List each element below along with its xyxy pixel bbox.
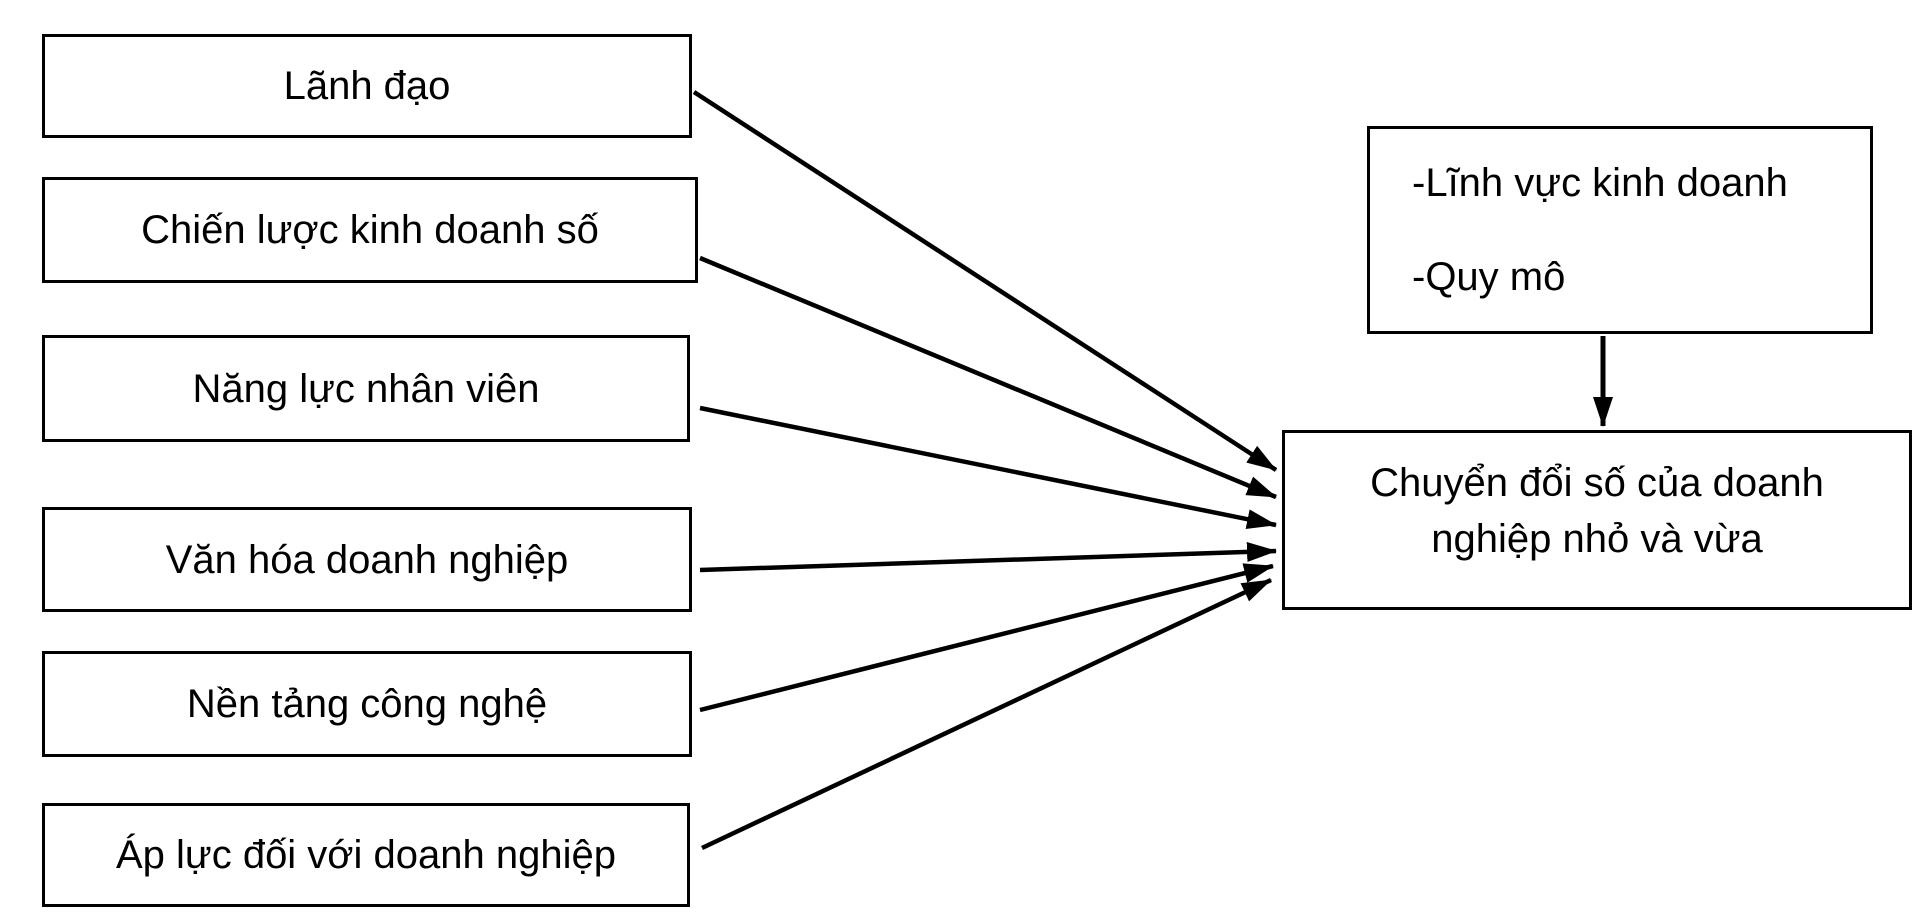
factor-box-technology-platform: Nền tảng công nghệ: [42, 651, 692, 757]
moderator-line-scale: -Quy mô: [1412, 255, 1566, 299]
edge-chien_luoc-to-outcome: [699, 255, 1277, 500]
factor-box-digital-business-strategy: Chiến lược kinh doanh số: [42, 177, 698, 283]
moderator-line-business-field: -Lĩnh vực kinh doanh: [1412, 161, 1788, 205]
edge-lanh_dao-to-outcome: [692, 90, 1278, 472]
factor-label: Nền tảng công nghệ: [186, 682, 548, 726]
factor-box-corporate-culture: Văn hóa doanh nghiệp: [42, 507, 692, 612]
moderator-box: -Lĩnh vực kinh doanh -Quy mô: [1367, 126, 1873, 334]
outcome-label: Chuyển đổi số của doanh nghiệp nhỏ và vừ…: [1370, 461, 1824, 561]
factor-box-employee-capability: Năng lực nhân viên: [42, 335, 690, 442]
factor-label: Văn hóa doanh nghiệp: [165, 537, 569, 582]
factor-label: Năng lực nhân viên: [192, 366, 540, 411]
edge-nang_luc-to-outcome: [699, 405, 1277, 530]
factor-box-leadership: Lãnh đạo: [42, 34, 692, 138]
factor-label: Lãnh đạo: [283, 64, 451, 108]
factor-label: Áp lực đối với doanh nghiệp: [116, 833, 616, 877]
edge-ap_luc-to-outcome: [701, 577, 1272, 851]
edge-nen_tang-to-outcome: [699, 563, 1274, 713]
factor-box-enterprise-pressure: Áp lực đối với doanh nghiệp: [42, 803, 690, 907]
outcome-box-digital-transformation-sme: Chuyển đổi số của doanh nghiệp nhỏ và vừ…: [1282, 430, 1912, 610]
factor-label: Chiến lược kinh doanh số: [141, 208, 599, 252]
edge-van_hoa-to-outcome: [699, 541, 1277, 573]
